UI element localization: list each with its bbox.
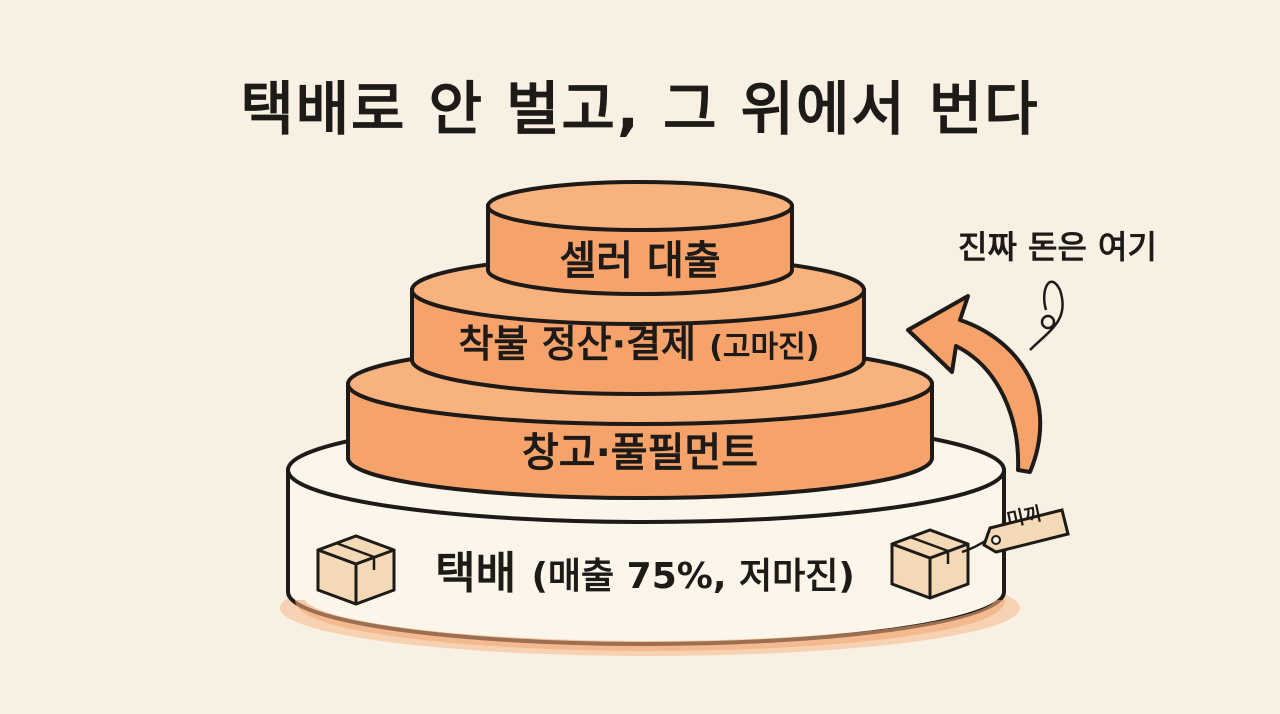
callout-text: 진짜 돈은 여기 [958,228,1157,266]
box-icon [890,528,970,600]
price-tag-icon [961,508,1070,554]
tier-top-label-text: 셀러 대출 [559,238,721,284]
tier-second-label-text: 착불 정산·결제 [458,322,696,366]
tier-third-label: 창고·풀필먼트 [350,420,930,478]
box-icon [316,534,396,606]
diagram-title: 택배로 안 벌고, 그 위에서 번다 [240,75,1040,143]
curved-arrow-icon [906,280,1064,474]
tier-base-label-text: 택배 [435,548,517,599]
tier-base-label: 택배 (매출 75%, 저마진) [410,537,880,601]
tier-third-label-text: 창고·풀필먼트 [522,430,758,476]
tier-second-suffix: (고마진) [709,330,820,365]
tier-base-suffix: (매출 75%, 저마진) [531,556,855,597]
tier-top-shape [486,180,794,296]
tier-top-label: 셀러 대출 [490,228,790,286]
tier-second-label: 착불 정산·결제 (고마진) [414,313,864,368]
